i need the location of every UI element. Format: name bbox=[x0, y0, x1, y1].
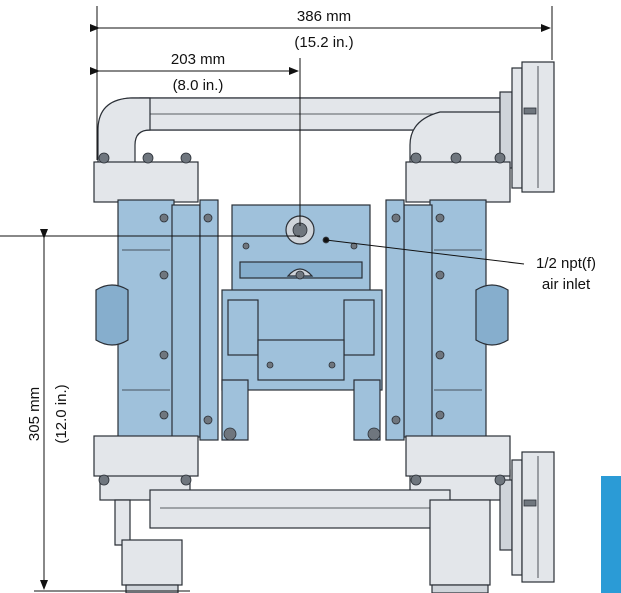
dimension-height bbox=[0, 229, 300, 592]
overall-width-imperial-label: (15.2 in.) bbox=[294, 34, 353, 51]
dimension-overall-width bbox=[90, 6, 553, 160]
section-edge-tab bbox=[601, 476, 621, 593]
right-fluid-cover bbox=[385, 152, 511, 486]
height-metric-label: 305 mm bbox=[26, 387, 43, 441]
left-fluid-cover bbox=[93, 152, 219, 486]
air-inlet-description-label: air inlet bbox=[542, 276, 591, 293]
overall-width-metric-label: 386 mm bbox=[297, 8, 351, 25]
inlet-offset-metric-label: 203 mm bbox=[171, 51, 225, 68]
inlet-offset-imperial-label: (8.0 in.) bbox=[173, 77, 224, 94]
top-manifold bbox=[97, 61, 555, 193]
center-section bbox=[221, 204, 383, 441]
dimension-inlet-offset bbox=[90, 58, 301, 226]
air-inlet-size-label: 1/2 npt(f) bbox=[536, 255, 596, 272]
air-inlet-leader bbox=[323, 237, 525, 265]
height-imperial-label: (12.0 in.) bbox=[53, 384, 70, 443]
